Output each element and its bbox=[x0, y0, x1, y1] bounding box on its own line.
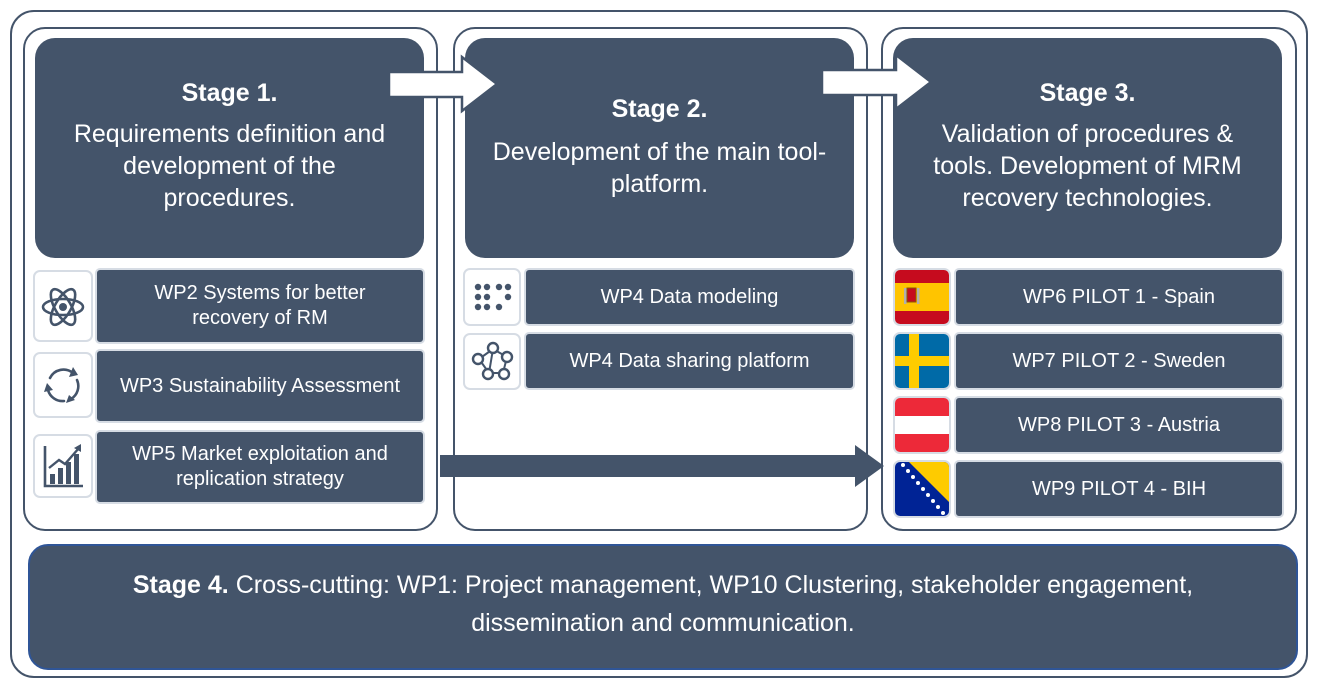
stage1-desc-line3: procedures. bbox=[163, 184, 296, 212]
stage4-text-line1: Cross-cutting: WP1: Project management, … bbox=[235, 571, 1194, 599]
stage2-description: Development of the main tool- platform. bbox=[493, 136, 827, 200]
wp6-box: WP6 PILOT 1 - Spain bbox=[954, 268, 1284, 326]
wp4-data-sharing-box: WP4 Data sharing platform bbox=[524, 332, 855, 390]
wp5-to-pilots-arrow bbox=[440, 445, 884, 487]
stage3-desc-line3: recovery technologies. bbox=[962, 184, 1213, 212]
stage2-to-stage3-arrow bbox=[820, 52, 934, 112]
network-people-icon bbox=[463, 333, 521, 390]
wp5-label-line1: WP5 Market exploitation and bbox=[132, 443, 388, 465]
wp3-box: WP3 Sustainability Assessment bbox=[95, 349, 425, 423]
wp9-box: WP9 PILOT 4 - BIH bbox=[954, 460, 1284, 518]
wp2-label-line1: WP2 Systems for better bbox=[154, 282, 366, 304]
recycle-arrows-icon bbox=[33, 352, 93, 418]
stage4-line1: Stage 4. Cross-cutting: WP1: Project man… bbox=[30, 566, 1296, 604]
wp6-label: WP6 PILOT 1 - Spain bbox=[1023, 285, 1215, 308]
wp2-label-line2: recovery of RM bbox=[192, 307, 328, 329]
stage2-desc-line1: Development of the main tool- bbox=[492, 138, 827, 166]
stage3-desc-line1: Validation of procedures & bbox=[941, 120, 1234, 148]
stage4-text-line2: dissemination and communication. bbox=[471, 609, 855, 637]
stage3-desc-line2: tools. Development of MRM bbox=[933, 152, 1242, 180]
wp2-box: WP2 Systems for better recovery of RM bbox=[95, 268, 425, 344]
wp8-box: WP8 PILOT 3 - Austria bbox=[954, 396, 1284, 454]
austria-flag-icon bbox=[893, 396, 951, 454]
stage4-title: Stage 4. bbox=[132, 571, 229, 599]
stage1-box: Stage 1. Requirements definition and dev… bbox=[35, 38, 424, 258]
wp8-label: WP8 PILOT 3 - Austria bbox=[1018, 413, 1220, 436]
stage3-description: Validation of procedures & tools. Develo… bbox=[933, 118, 1241, 214]
stage1-description: Requirements definition and development … bbox=[74, 118, 385, 214]
wp7-box: WP7 PILOT 2 - Sweden bbox=[954, 332, 1284, 390]
stage1-to-stage2-arrow bbox=[387, 54, 500, 114]
stage2-title: Stage 2. bbox=[611, 95, 708, 123]
wp5-label-line2: replication strategy bbox=[176, 468, 344, 490]
wp5-box: WP5 Market exploitation and replication … bbox=[95, 430, 425, 504]
stage1-title: Stage 1. bbox=[181, 79, 278, 107]
stage2-desc-line2: platform. bbox=[610, 170, 709, 198]
wp3-label: WP3 Sustainability Assessment bbox=[119, 374, 401, 397]
wp4-data-modeling-box: WP4 Data modeling bbox=[524, 268, 855, 326]
stage3-title: Stage 3. bbox=[1039, 79, 1136, 107]
wp9-label: WP9 PILOT 4 - BIH bbox=[1031, 477, 1207, 500]
bar-chart-growth-icon bbox=[33, 434, 93, 498]
spain-flag-icon bbox=[893, 268, 951, 326]
wp4-data-modeling-label: WP4 Data modeling bbox=[600, 285, 779, 308]
stage1-desc-line1: Requirements definition and bbox=[73, 120, 386, 148]
stage3-box: Stage 3. Validation of procedures & tool… bbox=[893, 38, 1282, 258]
wp4-data-sharing-label: WP4 Data sharing platform bbox=[569, 349, 810, 372]
wp7-label: WP7 PILOT 2 - Sweden bbox=[1012, 349, 1226, 372]
bosnia-flag-icon bbox=[893, 460, 951, 518]
stage2-box: Stage 2. Development of the main tool- p… bbox=[465, 38, 854, 258]
stage4-box: Stage 4. Cross-cutting: WP1: Project man… bbox=[28, 544, 1298, 670]
data-dots-icon bbox=[463, 268, 521, 326]
atom-icon bbox=[33, 270, 93, 342]
sweden-flag-icon bbox=[893, 332, 951, 390]
stage1-desc-line2: development of the bbox=[123, 152, 336, 180]
